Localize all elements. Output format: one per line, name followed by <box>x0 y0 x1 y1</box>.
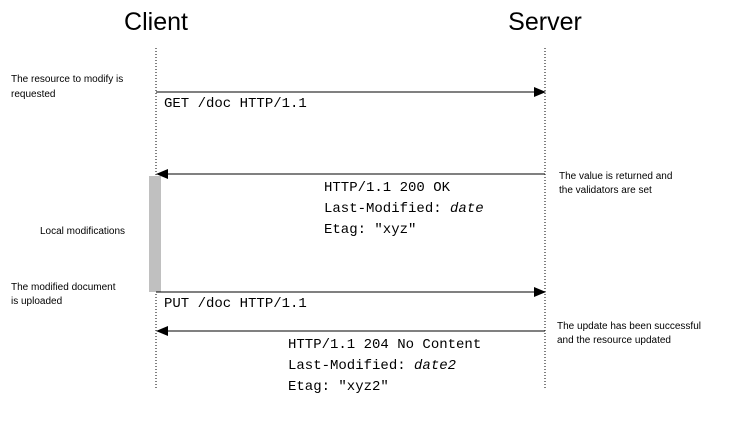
note-update-success-line1: The update has been successful <box>557 321 701 332</box>
note-local-modifications: Local modifications <box>40 226 125 237</box>
no-content-last-modified-label: Last-Modified: <box>288 358 414 374</box>
ok-etag-line: Etag: "xyz" <box>324 222 416 238</box>
ok-last-modified-line: Last-Modified: date <box>324 201 484 217</box>
ok-last-modified-label: Last-Modified: <box>324 201 450 217</box>
no-content-last-modified-value: date2 <box>414 358 456 374</box>
note-request-resource-line2: requested <box>11 89 55 100</box>
ok-last-modified-value: date <box>450 201 484 217</box>
put-request-label: PUT /doc HTTP/1.1 <box>164 296 307 312</box>
server-lane-title: Server <box>508 8 582 36</box>
no-content-status-line: HTTP/1.1 204 No Content <box>288 337 481 353</box>
note-request-resource-line1: The resource to modify is <box>11 74 123 85</box>
note-update-success-line2: and the resource updated <box>557 335 671 346</box>
no-content-etag-line: Etag: "xyz2" <box>288 379 389 395</box>
note-modified-uploaded-line1: The modified document <box>11 282 116 293</box>
client-lane-title: Client <box>124 8 188 36</box>
note-value-returned-line2: the validators are set <box>559 185 652 196</box>
note-value-returned-line1: The value is returned and <box>559 171 672 182</box>
no-content-last-modified-line: Last-Modified: date2 <box>288 358 456 374</box>
ok-status-line: HTTP/1.1 200 OK <box>324 180 451 196</box>
note-modified-uploaded-line2: is uploaded <box>11 296 62 307</box>
get-request-label: GET /doc HTTP/1.1 <box>164 96 307 112</box>
local-modification-bar <box>149 176 161 292</box>
